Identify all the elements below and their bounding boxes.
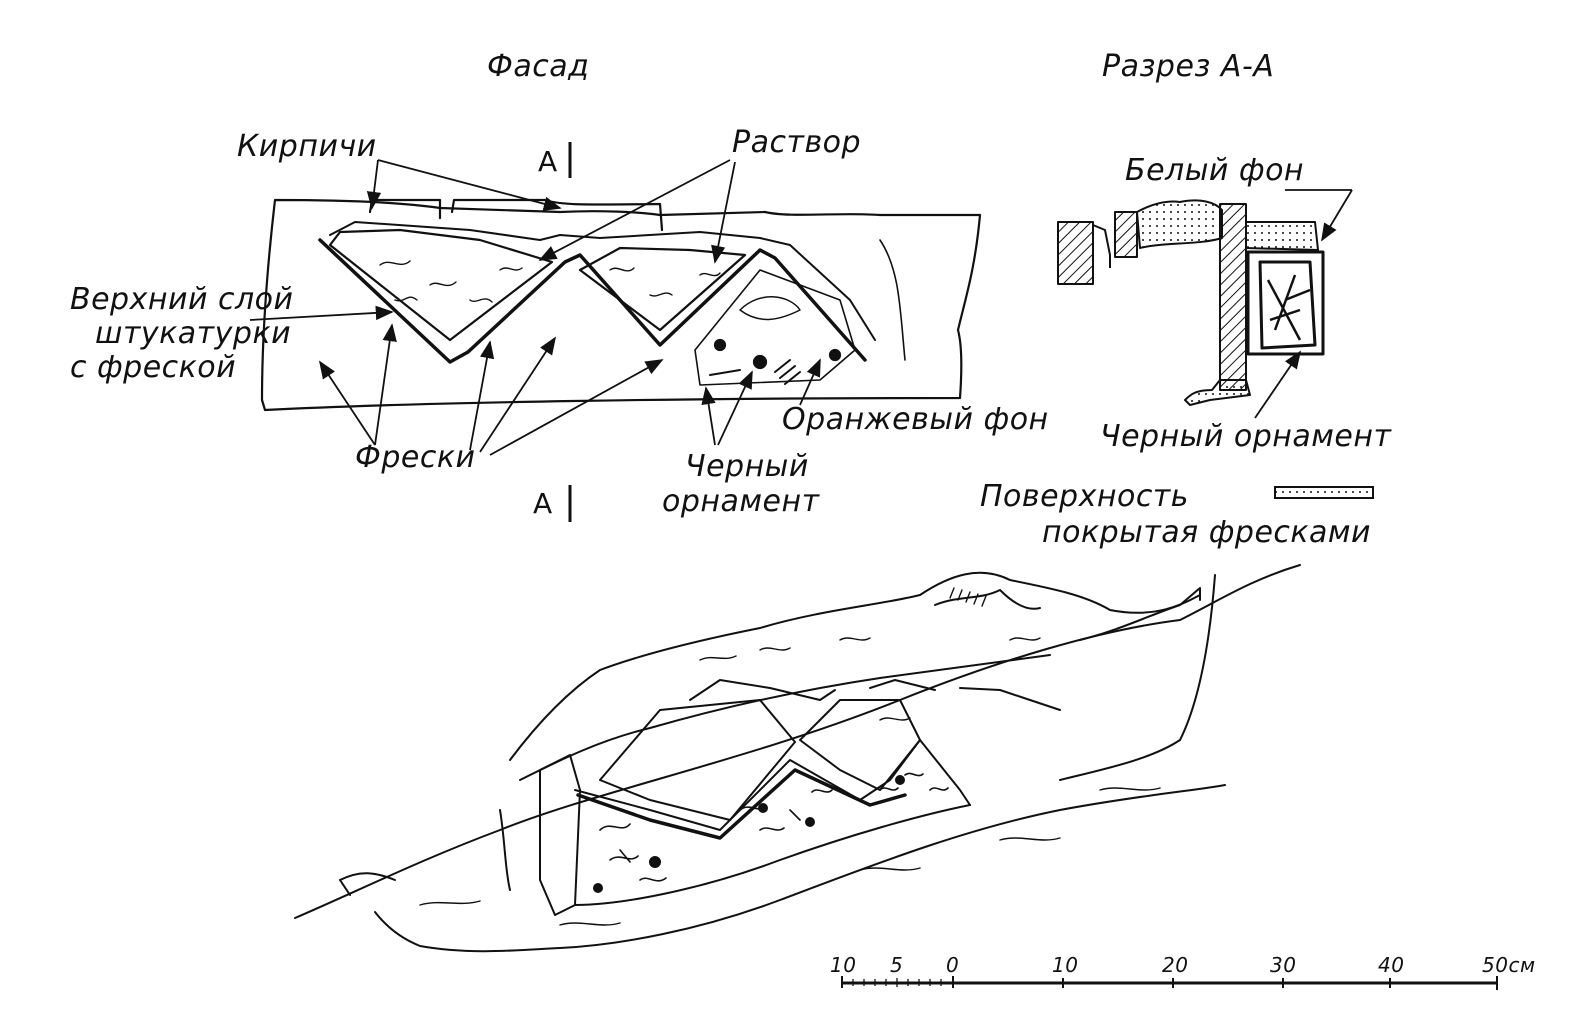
section-brick-middle [1114,211,1138,258]
scale-tick-label: 40 [1378,953,1405,977]
scale-tick-label: 5 [890,953,904,977]
title-facade: Фасад [487,49,590,84]
legend-swatch [1274,486,1374,499]
label-mortar: Раствор [732,125,862,160]
fresco-zigzag-upper [318,238,867,364]
perspective-drawing [294,564,1301,953]
label-black-ornament-2: орнамент [662,484,820,519]
scale-bar [841,976,1498,990]
scale-tick-label: 30 [1270,953,1297,977]
label-bricks: Кирпичи [237,129,377,164]
label-orange-bg: Оранжевый фон [782,402,1049,437]
scale-tick-label: 0 [946,953,960,977]
label-white-bg: Белый фон [1125,153,1305,188]
section-brick-left [1057,221,1094,285]
facade-wall-outline [260,198,982,412]
label-frescoes: Фрески [355,440,476,475]
section-mark-bottom: А [533,487,553,520]
scale-tick-label: 10 [830,953,857,977]
section-pointer-arrows [1254,189,1353,419]
scale-tick-label: 10 [1052,953,1079,977]
label-section-black-ornament: Черный орнамент [1100,419,1392,454]
facade-drawing [260,198,982,412]
legend-line-1: Поверхность [980,479,1189,514]
scale-tick-label: 20 [1162,953,1189,977]
section-mark-top: А [538,145,558,178]
label-upper-layer-2: штукатурки [95,316,292,351]
label-upper-layer-1: Верхний слой [70,282,294,317]
legend-line-2: покрытая фресками [1042,515,1372,550]
title-section: Разрез А-А [1102,49,1275,84]
facade-pointer-arrows [249,159,821,456]
section-drawing [1057,199,1325,406]
label-upper-layer-3: с фреской [70,350,237,385]
section-brick-wall [1219,203,1247,391]
scale-tick-label: 50см [1482,953,1536,977]
label-black-ornament-1: Черный [685,449,809,484]
